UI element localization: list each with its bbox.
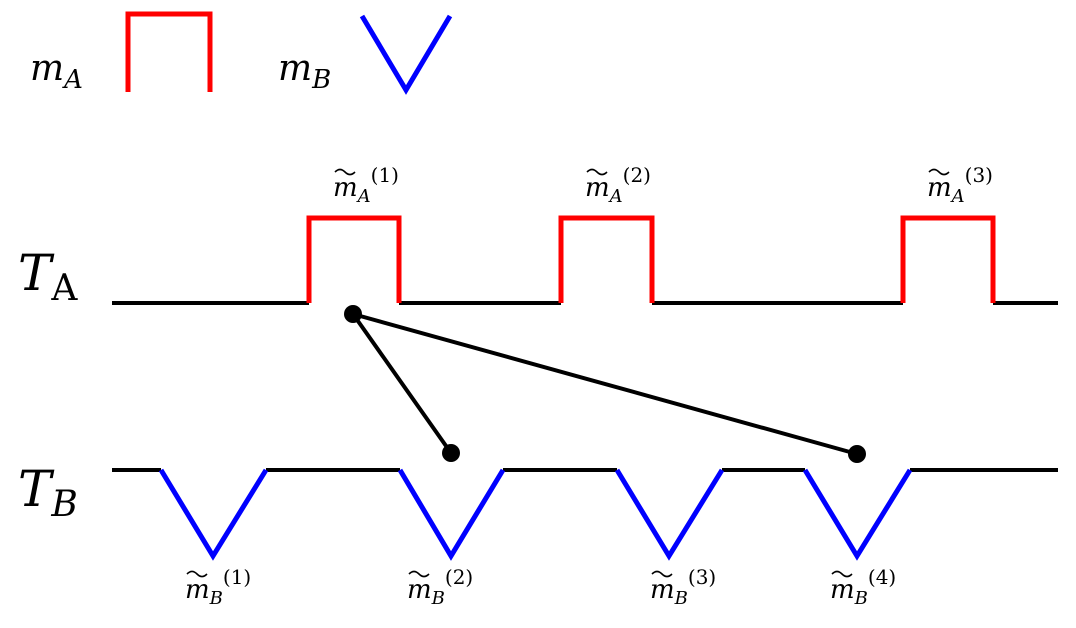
series-b-pulse-2	[397, 468, 506, 561]
series-a-pulse-1-label: mA(1)	[333, 163, 399, 207]
connection-end-dot-b2	[442, 444, 460, 462]
legend-b-v-pulse	[359, 14, 453, 95]
series-a-tilde-marks	[334, 168, 950, 176]
connection-end-dot-b4	[848, 445, 866, 463]
connection-origin-dot	[344, 305, 362, 323]
series-b-pulse-3	[614, 468, 725, 561]
series-a-pulse-2	[558, 215, 655, 303]
series-a-pulse-2-label: mA(2)	[585, 163, 651, 207]
connection-a1-b4	[351, 312, 859, 456]
series-b-pulse-2-label: mB(2)	[407, 565, 473, 609]
series-a-pulse-3	[900, 215, 996, 303]
series-b-tilde-marks	[186, 570, 853, 578]
series-a-label: TA	[18, 244, 78, 309]
series-b-pulse-1-label: mB(1)	[185, 565, 251, 609]
series-a-pulse-3-label: mA(3)	[927, 163, 993, 207]
connection-a1-b2	[351, 312, 453, 455]
legend-a-label: mA	[30, 48, 83, 95]
legend-b-label: mB	[278, 48, 331, 95]
series-a-pulse-1	[306, 215, 402, 303]
series-b-label: TB	[18, 460, 78, 525]
legend-a-square-pulse	[125, 11, 213, 92]
series-b-pulse-4	[802, 468, 913, 561]
legend: mA mB	[30, 11, 453, 95]
series-b-pulse-1	[158, 468, 269, 561]
connections	[351, 312, 859, 456]
series-b-pulse-3-label: mB(3)	[650, 565, 716, 609]
series-b-pulse-4-label: mB(4)	[830, 565, 896, 609]
